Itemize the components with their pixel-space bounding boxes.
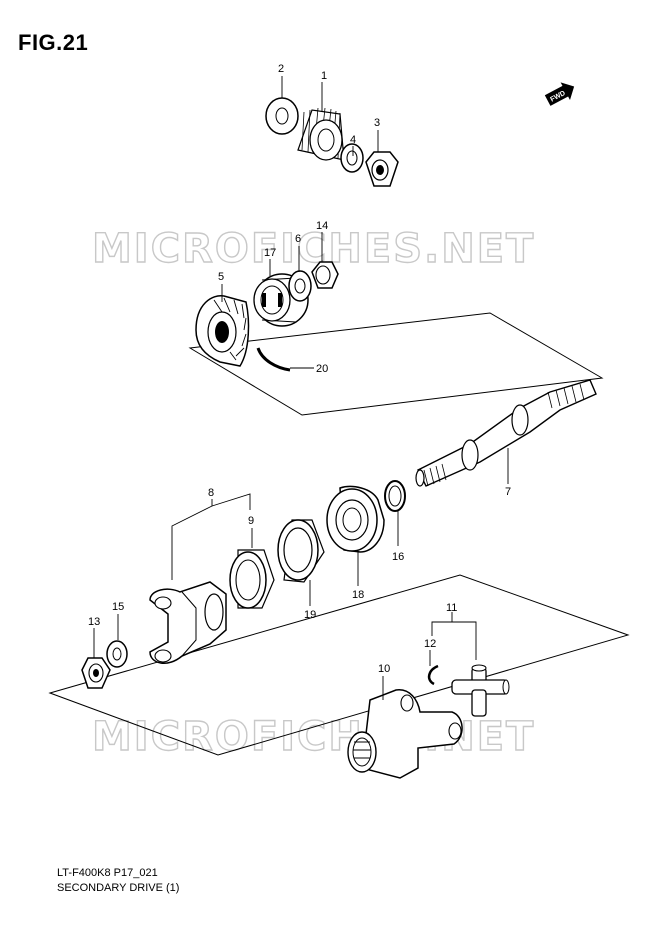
callout-5: 5 (218, 271, 224, 283)
part-11-universal-joint (451, 664, 510, 717)
callout-17: 17 (264, 247, 276, 259)
part-12-snap-ring (427, 664, 439, 686)
callout-11: 11 (446, 602, 457, 614)
callout-19: 19 (304, 609, 316, 621)
part-9-seal (229, 549, 275, 609)
part-15-washer (106, 640, 128, 668)
callout-9: 9 (248, 515, 254, 527)
part-5-ring-gear (195, 295, 250, 367)
part-16-o-ring (384, 480, 406, 512)
figure-title: FIG.21 (18, 30, 89, 55)
callout-7: 7 (505, 486, 511, 498)
part-8-yoke (149, 581, 227, 664)
part-20-snap-ring (256, 347, 291, 372)
watermark-bottom: MICROFICHES.NET (92, 714, 535, 760)
watermark-top: MICROFICHES.NET (92, 226, 535, 272)
callout-13: 13 (88, 616, 100, 628)
leader-lines (93, 76, 509, 700)
part-2-washer (265, 97, 299, 135)
group-frame-lower (48, 574, 630, 756)
callout-15: 15 (112, 601, 124, 613)
part-6-washer (288, 270, 312, 302)
fwd-arrow-icon: FWD (544, 82, 575, 106)
part-13-nut (81, 657, 111, 689)
part-14-nut (311, 261, 339, 289)
part-18-bearing (326, 485, 385, 553)
callout-10: 10 (378, 663, 390, 675)
diagram-caption: SECONDARY DRIVE (1) (57, 882, 180, 894)
callout-18: 18 (352, 589, 364, 601)
part-7-drive-shaft (415, 379, 597, 487)
callout-8: 8 (208, 487, 214, 499)
part-19-oil-seal (277, 519, 325, 583)
part-1-bevel-gear (297, 107, 345, 161)
callout-12: 12 (424, 638, 436, 650)
part-3-nut (365, 151, 399, 187)
callout-14: 14 (316, 220, 328, 232)
callout-6: 6 (295, 233, 301, 245)
callout-2: 2 (278, 63, 284, 75)
group-frame-upper (188, 312, 604, 416)
callout-1: 1 (321, 70, 327, 82)
callout-4: 4 (350, 134, 356, 146)
part-4-washer (340, 143, 364, 173)
callout-20: 20 (316, 363, 328, 375)
callout-3: 3 (374, 117, 380, 129)
callout-16: 16 (392, 551, 404, 563)
part-10-spline-yoke (347, 689, 463, 779)
model-code: LT-F400K8 P17_021 (57, 867, 158, 879)
